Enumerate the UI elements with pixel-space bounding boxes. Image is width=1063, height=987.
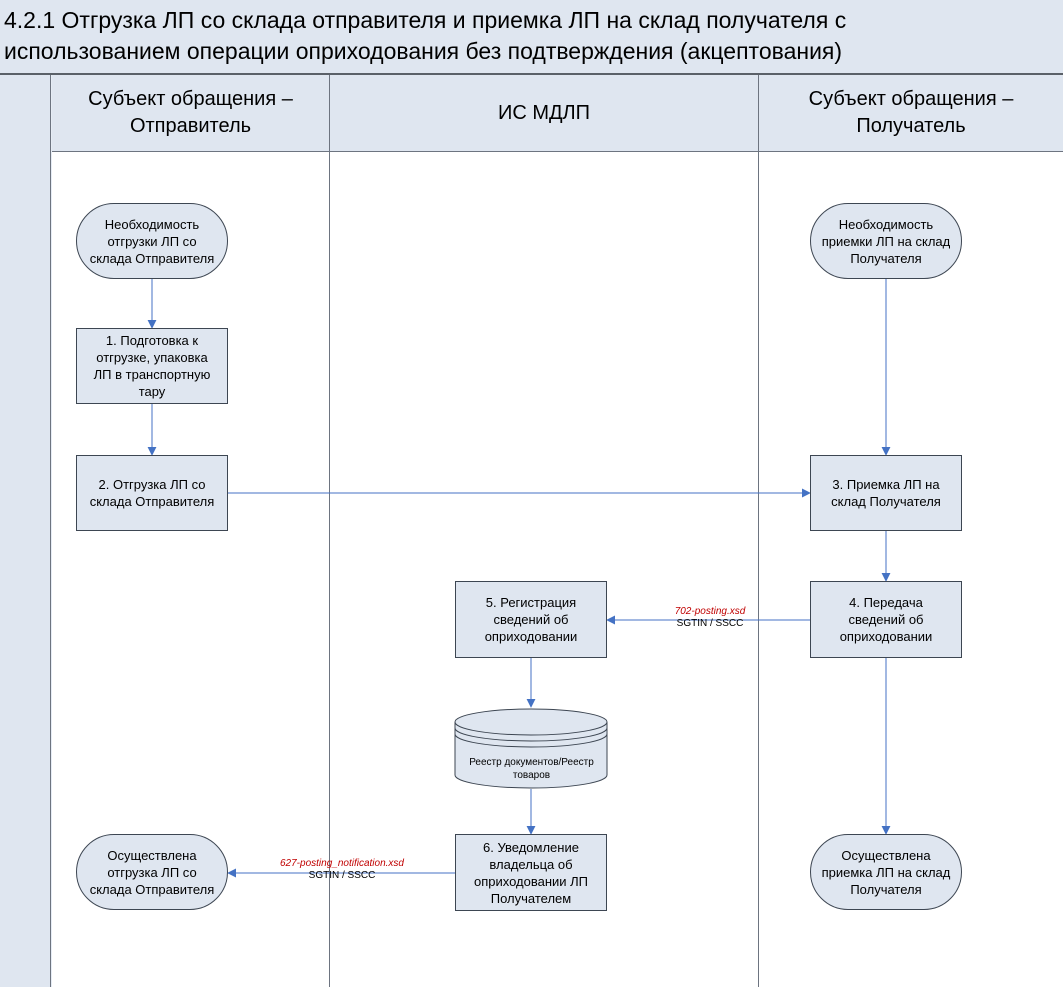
node-text-line: Получателя (850, 250, 922, 266)
node-text-line: склада Отправителя (89, 250, 215, 266)
node-text-line: 6. Уведомление (483, 839, 579, 855)
node-text-line: оприходовании (839, 629, 933, 644)
edge-data-label: SGTIN / SSCC (676, 618, 744, 629)
node-text-line: Получателя (850, 881, 922, 897)
node-text-line: склад Получателя (831, 494, 941, 509)
node-text-line: 5. Регистрация (485, 595, 577, 610)
node-text-line: Необходимость (838, 216, 934, 232)
database-cylinder-icon (454, 708, 608, 789)
node-step3: 3. Приемка ЛП на склад Получателя (810, 455, 962, 531)
node-text-line: ЛП в транспортную (93, 367, 211, 382)
node-text-line: Получателем (490, 890, 572, 906)
node-text-line: оприходовании ЛП (473, 873, 589, 889)
node-text-line: Необходимость (104, 216, 200, 232)
node-start-receiver: Необходимость приемки ЛП на склад Получа… (810, 203, 962, 279)
node-text-line: сведений об (493, 612, 569, 627)
node-text-line: 3. Приемка ЛП на (832, 477, 940, 492)
registry-label: Реестр документов/Реестр товаров (455, 756, 608, 782)
node-text-line: Осуществлена (841, 847, 931, 863)
node-text-line: склада Отправителя (89, 881, 215, 897)
edge-label-627: 627-posting_notification.xsd SGTIN / SSC… (262, 858, 422, 882)
node-step2: 2. Отгрузка ЛП со склада Отправителя (76, 455, 228, 531)
lane-header-sender: Субъект обращения – Отправитель (52, 75, 329, 152)
node-text-line: оприходовании (484, 629, 578, 644)
node-text-line: склада Отправителя (89, 494, 215, 509)
node-text-line: отгрузка ЛП со (107, 864, 197, 880)
title-bar: 4.2.1 Отгрузка ЛП со склада отправителя … (0, 0, 1063, 75)
lane-header-receiver: Субъект обращения – Получатель (759, 75, 1063, 152)
edge-data-label: SGTIN / SSCC (308, 870, 376, 881)
edge-label-702: 702-posting.xsd SGTIN / SSCC (650, 606, 770, 630)
diagram-title-line-2: использованием операции оприходования бе… (4, 38, 843, 64)
node-step1: 1. Подготовка к отгрузке, упаковка ЛП в … (76, 328, 228, 404)
lane-divider (329, 75, 330, 987)
lane-title-line: Субъект обращения – (88, 88, 293, 110)
node-end-sender: Осуществлена отгрузка ЛП со склада Отпра… (76, 834, 228, 910)
node-text-line: владельца об (489, 856, 573, 872)
lane-divider (758, 75, 759, 987)
node-text-line: отгрузке, упаковка (96, 350, 208, 365)
node-step5: 5. Регистрация сведений об оприходовании (455, 581, 607, 658)
node-text-line: Реестр документов/Реестр (469, 757, 594, 768)
side-strip (0, 75, 51, 987)
node-text-line: 4. Передача (849, 595, 923, 610)
node-text-line: тару (138, 384, 166, 399)
node-text-line: приемки ЛП на склад (821, 233, 951, 249)
lane-title-line: ИС МДЛП (497, 101, 591, 124)
edge-file-label: 702-posting.xsd (674, 606, 746, 617)
node-start-sender: Необходимость отгрузки ЛП со склада Отпр… (76, 203, 228, 279)
node-text-line: 2. Отгрузка ЛП со (98, 477, 206, 492)
lane-title-line: Получатель (856, 115, 966, 137)
lane-title-line: Отправитель (129, 115, 252, 137)
node-text-line: отгрузки ЛП со (107, 233, 197, 249)
node-end-receiver: Осуществлена приемка ЛП на склад Получат… (810, 834, 962, 910)
node-text-line: Осуществлена (107, 847, 197, 863)
lane-title-line: Субъект обращения – (808, 88, 1014, 110)
diagram-title-line-1: 4.2.1 Отгрузка ЛП со склада отправителя … (4, 7, 847, 33)
node-step4: 4. Передача сведений об оприходовании (810, 581, 962, 658)
lane-header-mdlp: ИС МДЛП (330, 75, 758, 152)
node-text-line: 1. Подготовка к (105, 333, 199, 348)
node-text-line: товаров (512, 770, 551, 781)
node-text-line: приемка ЛП на склад (821, 864, 951, 880)
node-text-line: сведений об (848, 612, 924, 627)
node-step6: 6. Уведомление владельца об оприходовани… (455, 834, 607, 911)
edge-file-label: 627-posting_notification.xsd (280, 858, 404, 869)
